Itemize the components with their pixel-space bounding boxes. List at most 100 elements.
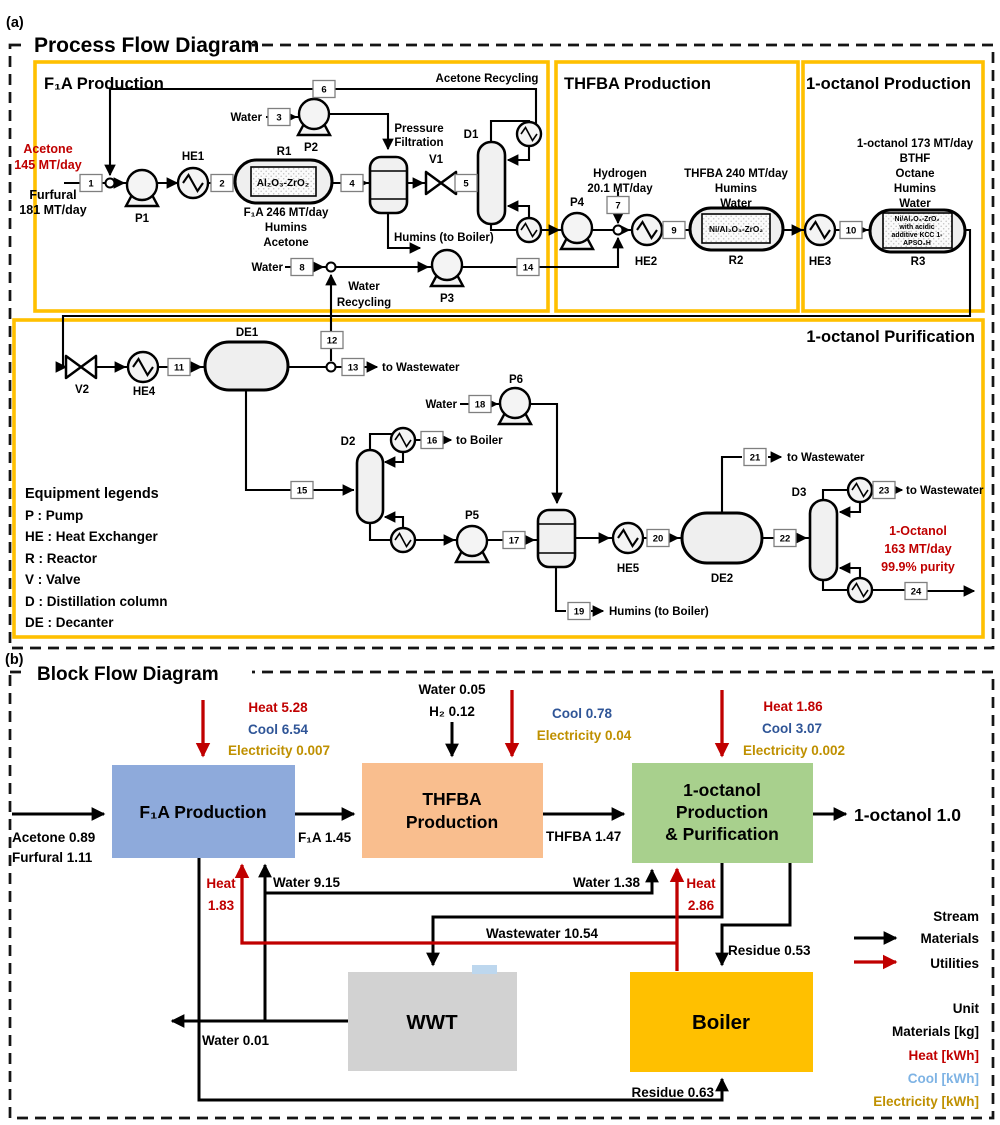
- panel-b: (b) Block Flow Diagram F₁A Production TH…: [5, 652, 995, 1120]
- stream-boxes: 1 2 3 4 5 6 7 8 9 10 11 12 13 14 15 16 1…: [79, 79, 928, 621]
- block-thfba-label-line2: Production: [406, 812, 498, 832]
- section-box-thfba-production: [554, 60, 800, 313]
- pipe-p2-out: [329, 112, 394, 151]
- legend-item-reactor: R : Reactor: [25, 551, 98, 566]
- column-d3: [808, 498, 839, 582]
- block-flow-labels: Acetone 0.89 Furfural 1.11 F₁A 1.45 THFB…: [12, 682, 961, 1100]
- heat-exchanger-he2: [630, 213, 664, 247]
- hydrogen-rate: 20.1 MT/day: [587, 183, 653, 195]
- tag-p6: P6: [509, 374, 523, 386]
- block-wwt-label: WWT: [406, 1011, 458, 1034]
- stream-box-24: 24: [904, 581, 928, 601]
- label-thfba-out: THFBA 1.47: [546, 829, 621, 844]
- tag-p2: P2: [304, 142, 318, 154]
- tag-p5: P5: [465, 510, 480, 522]
- stream-box-5: 5: [454, 173, 478, 193]
- r3-product-line2: BTHF: [900, 153, 931, 165]
- svg-text:4: 4: [349, 179, 355, 190]
- block-flow-lines: [12, 690, 848, 1102]
- junction-water-recycle: [325, 261, 337, 273]
- svg-text:5: 5: [463, 179, 469, 190]
- svg-text:13: 13: [348, 363, 359, 374]
- legend-utilities-label: Utilities: [930, 956, 979, 971]
- svg-text:23: 23: [879, 486, 890, 497]
- r3-product-line5: Water: [899, 198, 931, 210]
- heat-exchanger-he3: [803, 213, 837, 247]
- tag-p1: P1: [135, 213, 150, 225]
- r3-product-line1: 1-octanol 173 MT/day: [857, 138, 974, 150]
- pipe-stream21: [720, 457, 781, 513]
- block-f1a-label: F₁A Production: [139, 802, 266, 822]
- pipe-d2-return: [383, 511, 405, 528]
- legend-item-column: D : Distillation column: [25, 594, 168, 609]
- svg-text:10: 10: [846, 226, 857, 237]
- label-product-out: 1-octanol 1.0: [854, 805, 961, 825]
- label-f1a-heat: Heat 5.28: [248, 700, 308, 715]
- section-box-octanol-production: [801, 60, 985, 313]
- blocks: F₁A Production THFBA Production 1-octano…: [112, 763, 813, 1072]
- junction-hydrogen: [612, 224, 624, 236]
- junction-feed: [104, 177, 116, 189]
- heat-exchanger-he1: [176, 166, 210, 200]
- water8-label: Water: [251, 262, 283, 274]
- label-water-915: Water 9.15: [273, 875, 341, 890]
- reactor-r3-catalyst-line4: APSO₃H: [903, 240, 931, 247]
- svg-text:22: 22: [780, 534, 791, 545]
- utility-boiler-to-f1a: [234, 863, 677, 945]
- junction-de1-out: [325, 361, 337, 373]
- reboiler-d3: [846, 576, 874, 604]
- legend-item-decanter: DE : Decanter: [25, 615, 114, 630]
- flow-wastewater: [426, 863, 724, 967]
- section-title-octanol-purification: 1-octanol Purification: [806, 328, 975, 346]
- pressure-filtration1-line1: Pressure: [394, 123, 443, 135]
- svg-text:8: 8: [299, 263, 304, 274]
- label-water-138: Water 1.38: [573, 875, 641, 890]
- r1-product-line1: F₁A 246 MT/day: [244, 207, 329, 219]
- product-line2: 163 MT/day: [884, 542, 951, 556]
- panel-a-dashed-border: [8, 43, 995, 650]
- to-wastewater-21: to Wastewater: [787, 452, 865, 464]
- equipment-legend-title: Equipment legends: [25, 486, 159, 502]
- legend-item-pump: P : Pump: [25, 508, 83, 523]
- tag-he5: HE5: [617, 563, 640, 575]
- reactor-r2: Ni/Al₂O₃-ZrO₂: [688, 206, 785, 252]
- legend-item-he: HE : Heat Exchanger: [25, 529, 159, 544]
- tag-d2: D2: [341, 436, 356, 448]
- flow-residue-053: [715, 863, 792, 967]
- svg-text:1: 1: [88, 179, 94, 190]
- tag-de1: DE1: [236, 327, 259, 339]
- heat-exchanger-he4: [126, 350, 160, 384]
- svg-text:24: 24: [911, 587, 922, 598]
- tag-he3: HE3: [809, 256, 831, 268]
- stream-box-11: 11: [167, 357, 191, 377]
- tag-p3: P3: [440, 293, 454, 305]
- section-title-thfba: THFBA Production: [564, 75, 711, 93]
- svg-text:16: 16: [427, 436, 438, 447]
- condenser-d2: [389, 426, 417, 454]
- flow-residue-063: [197, 858, 729, 1102]
- label-oct-heat: Heat 1.86: [763, 699, 823, 714]
- r1-product-line3: Acetone: [263, 237, 308, 249]
- stream-box-19: 19: [567, 601, 591, 621]
- panel-a: (a) Process Flow Diagram F₁A Production …: [6, 15, 995, 650]
- svg-text:2: 2: [219, 179, 224, 190]
- column-d1: [476, 140, 507, 226]
- label-wastewater: Wastewater 10.54: [486, 926, 599, 941]
- label-f1a-out: F₁A 1.45: [298, 830, 352, 845]
- r3-product-line3: Octane: [896, 168, 935, 180]
- legend-stream-title: Stream: [933, 909, 979, 924]
- panel-a-tag: (a): [6, 15, 24, 31]
- svg-text:17: 17: [509, 536, 520, 547]
- label-residue-063: Residue 0.63: [631, 1085, 714, 1100]
- reboiler-d1: [515, 216, 543, 244]
- svg-text:6: 6: [321, 85, 326, 96]
- humins-boiler2-label: Humins (to Boiler): [609, 606, 709, 618]
- condenser-d1: [515, 120, 543, 148]
- svg-text:7: 7: [615, 201, 620, 212]
- pump-p6: [497, 386, 533, 426]
- stream-box-17: 17: [502, 530, 526, 550]
- stream-box-21: 21: [743, 447, 767, 467]
- heat-exchanger-he5: [611, 521, 645, 555]
- equipment-legend: Equipment legends P : Pump HE : Heat Exc…: [25, 486, 168, 630]
